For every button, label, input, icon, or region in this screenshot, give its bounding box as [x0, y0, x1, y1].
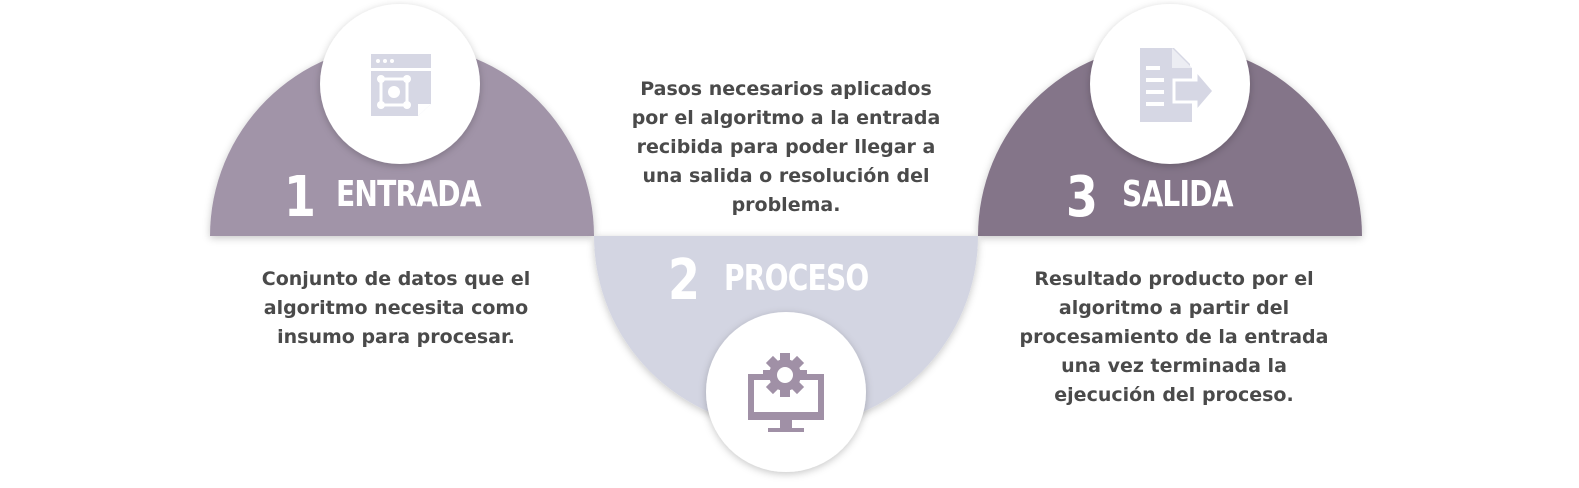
description-line: insumo para procesar.: [277, 326, 515, 348]
description-line: recibida para poder llegar a: [636, 136, 936, 158]
entrada-description: Conjunto de datos que el algoritmo neces…: [216, 265, 576, 352]
description-line: problema.: [731, 194, 841, 216]
entrada-step-title: ENTRADA: [336, 174, 482, 215]
description-line: Conjunto de datos que el: [261, 268, 531, 290]
entrada-step-number: 1: [284, 165, 316, 230]
description-line: ejecución del proceso.: [1054, 384, 1294, 406]
description-line: Resultado producto por el: [1034, 268, 1314, 290]
salida-step-number: 3: [1066, 165, 1098, 230]
proceso-step-number: 2: [668, 248, 700, 313]
description-line: algoritmo a partir del: [1058, 297, 1290, 319]
description-line: una vez terminada la: [1061, 355, 1287, 377]
description-line: algoritmo necesita como: [263, 297, 529, 319]
salida-description: Resultado producto por el algoritmo a pa…: [984, 265, 1364, 410]
input-data-icon: [371, 54, 431, 116]
monitor-gear-icon: [748, 353, 824, 432]
document-export-icon: [1140, 48, 1216, 122]
description-line: Pasos necesarios aplicados: [640, 78, 932, 100]
description-line: procesamiento de la entrada: [1019, 326, 1329, 348]
description-line: por el algoritmo a la entrada: [631, 107, 941, 129]
proceso-step-title: PROCESO: [724, 258, 869, 299]
proceso-description: Pasos necesarios aplicados por el algori…: [586, 75, 986, 220]
description-line: una salida o resolución del: [642, 165, 930, 187]
salida-step-title: SALIDA: [1122, 174, 1233, 215]
